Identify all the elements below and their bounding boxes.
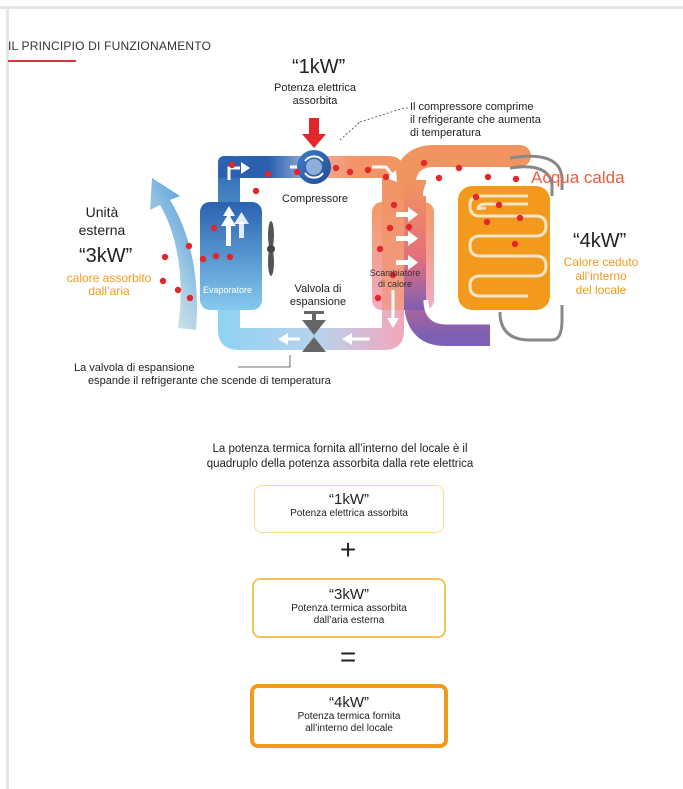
valve-note-line2: espande il refrigerante che scende di te…: [88, 375, 331, 387]
air-heat-line2: dall’aria: [88, 284, 130, 298]
valve-label-line2: espansione: [289, 296, 347, 308]
compressor-label: Compressore: [282, 193, 349, 205]
summary-box-line2: dall’aria esterna: [313, 615, 385, 626]
frame-top-border: [0, 6, 683, 9]
summary-box-line1: Potenza termica fornita: [297, 711, 401, 722]
exchanger-label: Scambiatore di calore: [368, 268, 422, 290]
compressor-note: Il compressore comprime il refrigerante …: [410, 101, 610, 140]
compressor-note-line1: Il compressore comprime: [410, 101, 534, 113]
room-heat-line2: all’interno: [575, 269, 627, 283]
exchanger-label-line1: Scambiatore: [369, 268, 421, 278]
compressor-power-line2: assorbita: [292, 95, 338, 107]
summary-line1: La potenza termica fornita all’interno d…: [212, 443, 468, 455]
valve-label: Valvola di espansione: [287, 283, 349, 309]
valve-note: La valvola di espansione espande il refr…: [74, 362, 394, 388]
outdoor-unit-line2: esterna: [78, 222, 126, 238]
section-title-underline: [8, 60, 76, 62]
summary-box-value: “3kW”: [329, 586, 369, 603]
summary-box-line2: all’interno del locale: [305, 723, 393, 734]
summary-box-total: “4kW” Potenza termica fornita all’intern…: [250, 684, 448, 748]
hot-water-label: Acqua calda: [531, 168, 625, 187]
heat-pump-diagram: [150, 107, 564, 368]
room-heat-value: “4kW”: [573, 230, 627, 252]
summary-box-electric: “1kW” Potenza elettrica assorbita: [254, 485, 444, 533]
evaporator-label: Evaporatore: [203, 285, 253, 295]
valve-label-line1: Valvola di: [294, 283, 342, 295]
summary-line2: quadruplo della potenza assorbita dalla …: [206, 458, 474, 470]
valve-note-line1: La valvola di espansione: [74, 362, 195, 374]
compressor-note-line2: il refrigerante che aumenta: [410, 114, 541, 126]
compressor-power-line1: Potenza elettrica: [274, 82, 356, 94]
air-heat-label: calore assorbito dall’aria: [56, 272, 162, 298]
frame-left-border: [6, 6, 9, 789]
summary-box-air: “3kW” Potenza termica assorbita dall’ari…: [252, 578, 446, 638]
section-title: IL PRINCIPIO DI FUNZIONAMENTO: [8, 39, 212, 53]
summary-box-line1: Potenza termica assorbita: [291, 603, 407, 614]
room-heat-line3: del locale: [575, 283, 627, 297]
air-heat-line1: calore assorbito: [66, 271, 152, 285]
summary-box-line1: Potenza elettrica assorbita: [290, 508, 408, 519]
plus-sign: +: [339, 534, 357, 565]
compressor-power-value: “1kW”: [292, 56, 346, 78]
summary-box-value: “1kW”: [329, 491, 369, 508]
equals-sign: =: [339, 641, 357, 672]
outdoor-unit-label: Unità esterna: [72, 203, 132, 239]
exchanger-label-line2: di calore: [377, 279, 413, 289]
air-heat-value: “3kW”: [79, 245, 133, 267]
room-heat-label: Calore ceduto all’interno del locale: [562, 255, 640, 297]
outdoor-unit-line1: Unità: [85, 204, 119, 220]
summary-box-value: “4kW”: [329, 694, 369, 711]
compressor-note-line3: di temperatura: [410, 127, 481, 139]
summary-text: La potenza termica fornita all’interno d…: [130, 442, 550, 472]
compressor-power-label: Potenza elettrica assorbita: [256, 82, 374, 108]
room-heat-line1: Calore ceduto: [563, 255, 639, 269]
